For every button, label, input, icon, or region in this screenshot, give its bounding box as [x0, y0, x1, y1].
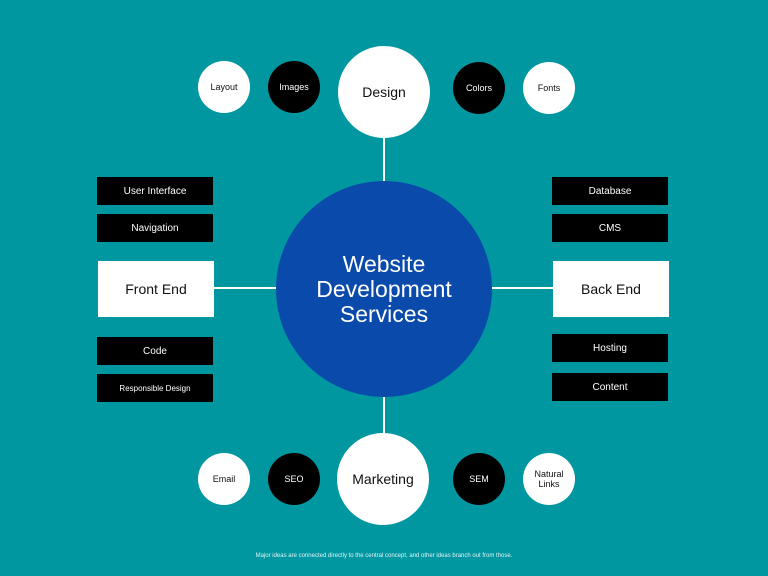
design-item-colors: Colors — [453, 62, 505, 114]
design-item-layout-label: Layout — [210, 82, 238, 92]
front-end-item-navigation-label: Navigation — [131, 222, 179, 234]
major-idea-front-end: Front End — [98, 261, 214, 317]
front-end-item-user-interface: User Interface — [97, 177, 213, 205]
front-end-item-code-label: Code — [143, 345, 167, 357]
major-idea-back-end: Back End — [553, 261, 669, 317]
central-title-line-3: Services — [339, 300, 429, 327]
connector-back-end — [492, 287, 553, 289]
connector-front-end — [214, 287, 276, 289]
marketing-item-email: Email — [198, 453, 250, 505]
design-item-images: Images — [268, 61, 320, 113]
marketing-item-seo-label: SEO — [284, 474, 304, 484]
central-title-line-2: Development — [316, 275, 452, 302]
back-end-item-hosting: Hosting — [552, 334, 668, 362]
marketing-item-natural-links-label: Natural Links — [534, 469, 564, 489]
major-idea-back-end-label: Back End — [581, 281, 641, 297]
design-item-images-label: Images — [279, 82, 309, 92]
front-end-item-code: Code — [97, 337, 213, 365]
back-end-item-content-label: Content — [592, 381, 628, 393]
connector-design — [383, 138, 385, 181]
marketing-item-email-label: Email — [212, 474, 236, 484]
front-end-item-responsible-design: Responsible Design — [97, 374, 213, 402]
connector-marketing — [383, 397, 385, 433]
back-end-item-cms: CMS — [552, 214, 668, 242]
central-concept: Website Development Services — [276, 181, 492, 397]
major-idea-front-end-label: Front End — [125, 281, 187, 297]
diagram-caption: Major ideas are connected directly to th… — [255, 553, 513, 559]
back-end-item-content: Content — [552, 373, 668, 401]
design-item-colors-label: Colors — [465, 83, 492, 93]
marketing-item-sem: SEM — [453, 453, 505, 505]
back-end-item-database-label: Database — [588, 185, 632, 197]
major-idea-marketing: Marketing — [337, 433, 429, 525]
back-end-item-cms-label: CMS — [598, 222, 622, 234]
major-idea-marketing-label: Marketing — [352, 471, 414, 487]
marketing-item-sem-label: SEM — [469, 474, 489, 484]
design-item-fonts-label: Fonts — [537, 83, 561, 93]
major-idea-design-label: Design — [362, 84, 406, 100]
back-end-item-database: Database — [552, 177, 668, 205]
marketing-item-seo: SEO — [268, 453, 320, 505]
front-end-item-navigation: Navigation — [97, 214, 213, 242]
central-title: Website Development Services — [296, 250, 472, 327]
front-end-item-responsible-design-label: Responsible Design — [119, 383, 191, 393]
design-item-layout: Layout — [198, 61, 250, 113]
design-item-fonts: Fonts — [523, 62, 575, 114]
major-idea-design: Design — [338, 46, 430, 138]
back-end-item-hosting-label: Hosting — [593, 342, 627, 354]
central-title-line-1: Website — [342, 250, 426, 277]
marketing-item-natural-links: Natural Links — [523, 453, 575, 505]
front-end-item-user-interface-label: User Interface — [123, 185, 187, 197]
